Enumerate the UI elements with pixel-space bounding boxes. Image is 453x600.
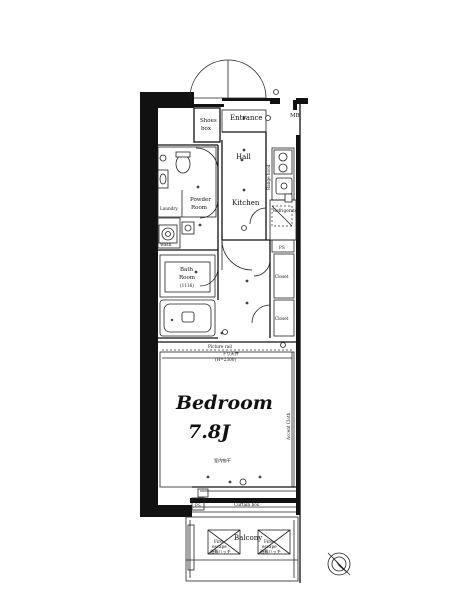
bath-room-label-2: Room xyxy=(179,275,196,281)
bedroom-label: Bedroom xyxy=(175,392,273,414)
powder-room-label-1: Powder xyxy=(190,197,211,203)
shoes-box-label-1: Shoes xyxy=(200,118,217,124)
hatch-2-line-3: 避難ハッチ xyxy=(260,548,281,555)
bath-sink-icon xyxy=(181,221,195,235)
closet-lower-label: Closet xyxy=(275,316,289,321)
light-fixtures xyxy=(194,115,286,486)
entrance-door xyxy=(189,59,267,99)
refrigerator-icon xyxy=(271,205,293,227)
evacuation-hatch-1 xyxy=(207,529,241,555)
exterior-walls xyxy=(140,92,308,517)
entrance-label: Entrance xyxy=(230,114,263,122)
hatch-1-line-2: escape xyxy=(212,544,227,549)
balcony-label: Balcony xyxy=(234,534,262,542)
shoes-box-label-2: box xyxy=(201,126,212,132)
accent-cloth-label: Accent Cloth xyxy=(286,412,291,441)
laundry-label: Laundry xyxy=(160,206,178,211)
toilet-icon xyxy=(159,151,191,174)
kitchen-sink-icon xyxy=(275,177,293,203)
bathtub-icon xyxy=(170,311,195,323)
hatch-2-line-2: escape xyxy=(262,544,277,549)
powder-room-label-2: Room xyxy=(191,205,208,211)
bedroom-size-label: 7.8J xyxy=(188,421,232,443)
bath-room-label-1: Bath xyxy=(180,267,194,273)
mb-label: MB xyxy=(290,113,300,119)
refrigerator-label: Refrigerator xyxy=(273,208,299,213)
compass-icon xyxy=(327,552,351,576)
beam-note-1: 下り天井 xyxy=(222,350,239,357)
hatch-2-line-1: Fire xyxy=(264,539,273,544)
closet-upper-label: Closet xyxy=(275,274,289,279)
bath-size-label: (1116) xyxy=(180,283,194,288)
washer-icon xyxy=(158,224,178,244)
washer-label: Wash xyxy=(160,242,172,247)
hatch-1-line-1: Fire xyxy=(214,539,223,544)
hall-label: Hall xyxy=(236,153,252,161)
room-mark-label: 室内物干 xyxy=(214,457,231,464)
picture-rail-label: Picture rail xyxy=(208,344,233,349)
range-hood-label: Range hood xyxy=(266,164,271,190)
door-swings xyxy=(195,147,271,324)
curtain-box-label: Curtain box xyxy=(234,502,260,507)
evacuation-hatch-2 xyxy=(257,529,291,555)
ps-kitchen-label: PS xyxy=(279,245,285,250)
ps-balcony-label: PS xyxy=(195,503,201,508)
sink-icon xyxy=(157,169,169,189)
beam-note-2: (H=2300) xyxy=(215,357,236,362)
hatch-1-line-3: 避難ハッチ xyxy=(210,548,231,555)
interior-walls xyxy=(156,100,301,583)
stove-icon xyxy=(273,149,293,175)
kitchen-label: Kitchen xyxy=(232,199,260,207)
meter-icon xyxy=(273,89,279,95)
